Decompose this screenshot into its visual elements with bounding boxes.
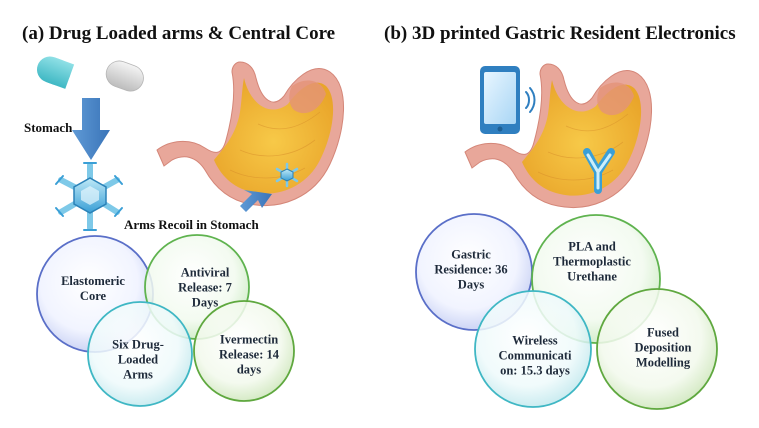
- circle-ivermectin-release: [193, 300, 295, 402]
- panel-b-title: (b) 3D printed Gastric Resident Electron…: [384, 23, 736, 44]
- venn-b: [415, 213, 718, 410]
- hexagonal-device-small-icon: [275, 162, 299, 188]
- capsule-icon: [36, 56, 144, 92]
- smartphone-icon: [480, 66, 520, 134]
- y-shaped-device-icon: [583, 148, 615, 194]
- circle-label-ivermectin-release: Ivermectin Release: 14 days: [218, 332, 280, 377]
- circle-wireless-communication: [474, 290, 592, 408]
- circle-label-wireless-communication: Wireless Communicati on: 15.3 days: [498, 333, 572, 378]
- stomach-b-icon: [464, 63, 653, 208]
- circle-label-gastric-residence: Gastric Residence: 36 Days: [434, 247, 508, 292]
- circle-label-fused-deposition-modelling: Fused Deposition Modelling: [634, 325, 692, 370]
- hexagonal-device-icon: [55, 162, 123, 231]
- venn-a: [36, 234, 295, 407]
- circle-six-drug-loaded-arms: [87, 301, 193, 407]
- circle-label-pla-thermoplastic-urethane: PLA and Thermoplastic Urethane: [553, 239, 631, 284]
- stomach-label: Stomach: [24, 120, 73, 135]
- down-arrow-icon: [72, 98, 110, 160]
- panel-a-title: (a) Drug Loaded arms & Central Core: [22, 23, 336, 44]
- circle-label-antiviral-release: Antiviral Release: 7 Days: [178, 265, 232, 310]
- circle-label-elastomeric-core: Elastomeric Core: [61, 274, 125, 303]
- recoil-label: Arms Recoil in Stomach: [124, 217, 259, 232]
- circle-label-six-drug-loaded-arms: Six Drug- Loaded Arms: [112, 337, 164, 382]
- stomach-icon: [156, 61, 345, 206]
- wireless-signal-icon: [525, 87, 536, 113]
- circle-fused-deposition-modelling: [596, 288, 718, 410]
- recoil-arrow-icon: [240, 190, 272, 212]
